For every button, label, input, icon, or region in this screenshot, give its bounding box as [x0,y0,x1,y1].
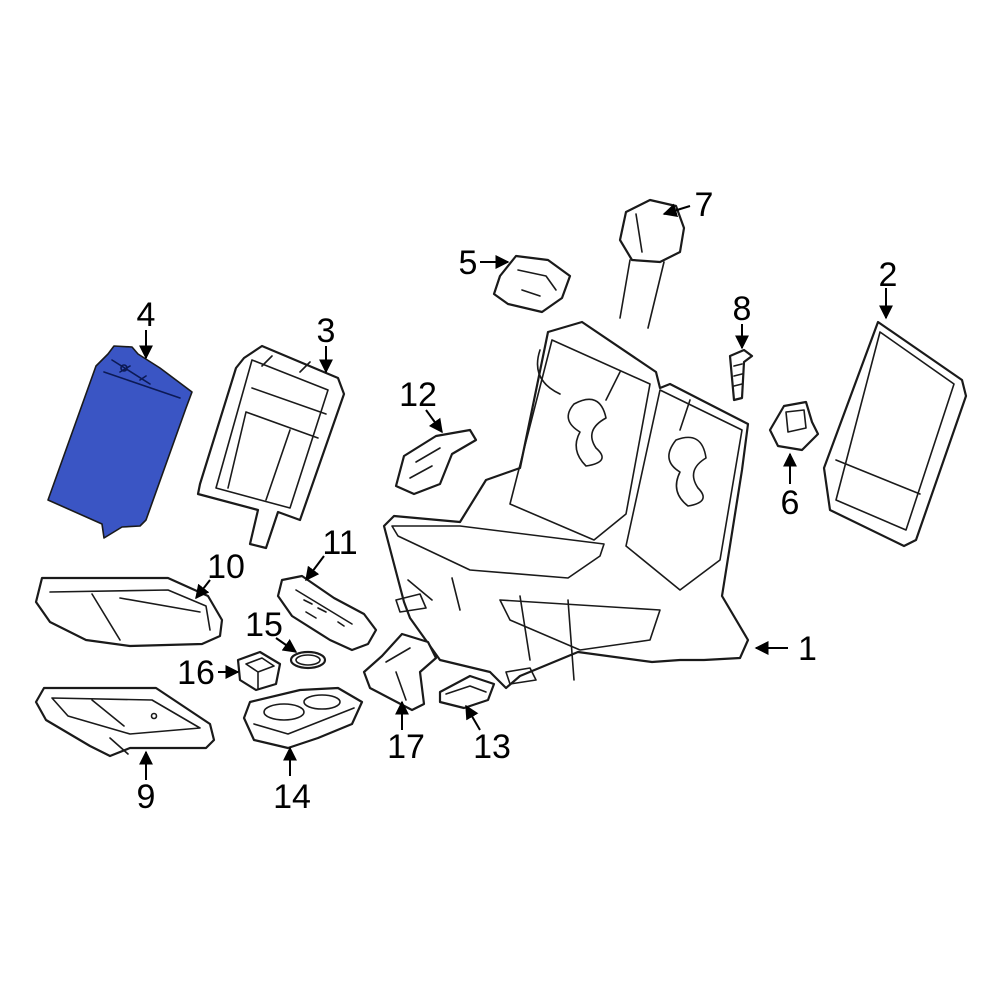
part-3-backrest-panel[interactable] [196,344,346,550]
callout-15: 15 [245,606,283,644]
part-12-side-shield[interactable] [394,428,478,496]
part-15-ring[interactable] [289,650,327,670]
part-2-backrest-back-panel[interactable] [822,320,968,548]
part-14-cup-holder[interactable] [242,686,364,750]
callout-labels: 1 2 3 4 5 6 7 8 9 10 11 12 13 14 15 16 1… [137,186,898,816]
callout-17: 17 [387,728,425,766]
callout-11: 11 [322,524,357,562]
part-4-backrest-cover[interactable] [47,345,193,539]
callout-2: 2 [879,256,898,294]
part-16-latch-cover[interactable] [236,650,282,692]
part-10-seat-cushion-cover[interactable] [34,576,224,648]
part-13-small-cover[interactable] [438,674,496,710]
part-5-headrest-guide[interactable] [492,254,572,314]
part-1-seat-frame[interactable] [382,320,750,690]
callout-9: 9 [137,778,156,816]
callout-10: 10 [207,548,245,586]
part-17-trim-piece[interactable] [362,632,438,712]
callout-5: 5 [459,244,478,282]
callout-14: 14 [273,778,311,816]
callout-12: 12 [399,376,437,414]
callout-4: 4 [137,296,156,334]
callout-13: 13 [473,728,511,766]
part-9-seat-cushion-base[interactable] [34,686,216,758]
part-8-guide-sleeve[interactable] [728,348,754,402]
callout-16: 16 [177,654,215,692]
callout-arrows [139,203,893,780]
part-6-side-bracket[interactable] [768,400,820,452]
callout-1: 1 [798,630,817,668]
callout-7: 7 [695,186,714,224]
callout-8: 8 [733,290,752,328]
part-7-headrest[interactable] [618,198,686,329]
callout-3: 3 [317,312,336,350]
callout-6: 6 [781,484,800,522]
part-11-bracket[interactable] [276,574,378,652]
